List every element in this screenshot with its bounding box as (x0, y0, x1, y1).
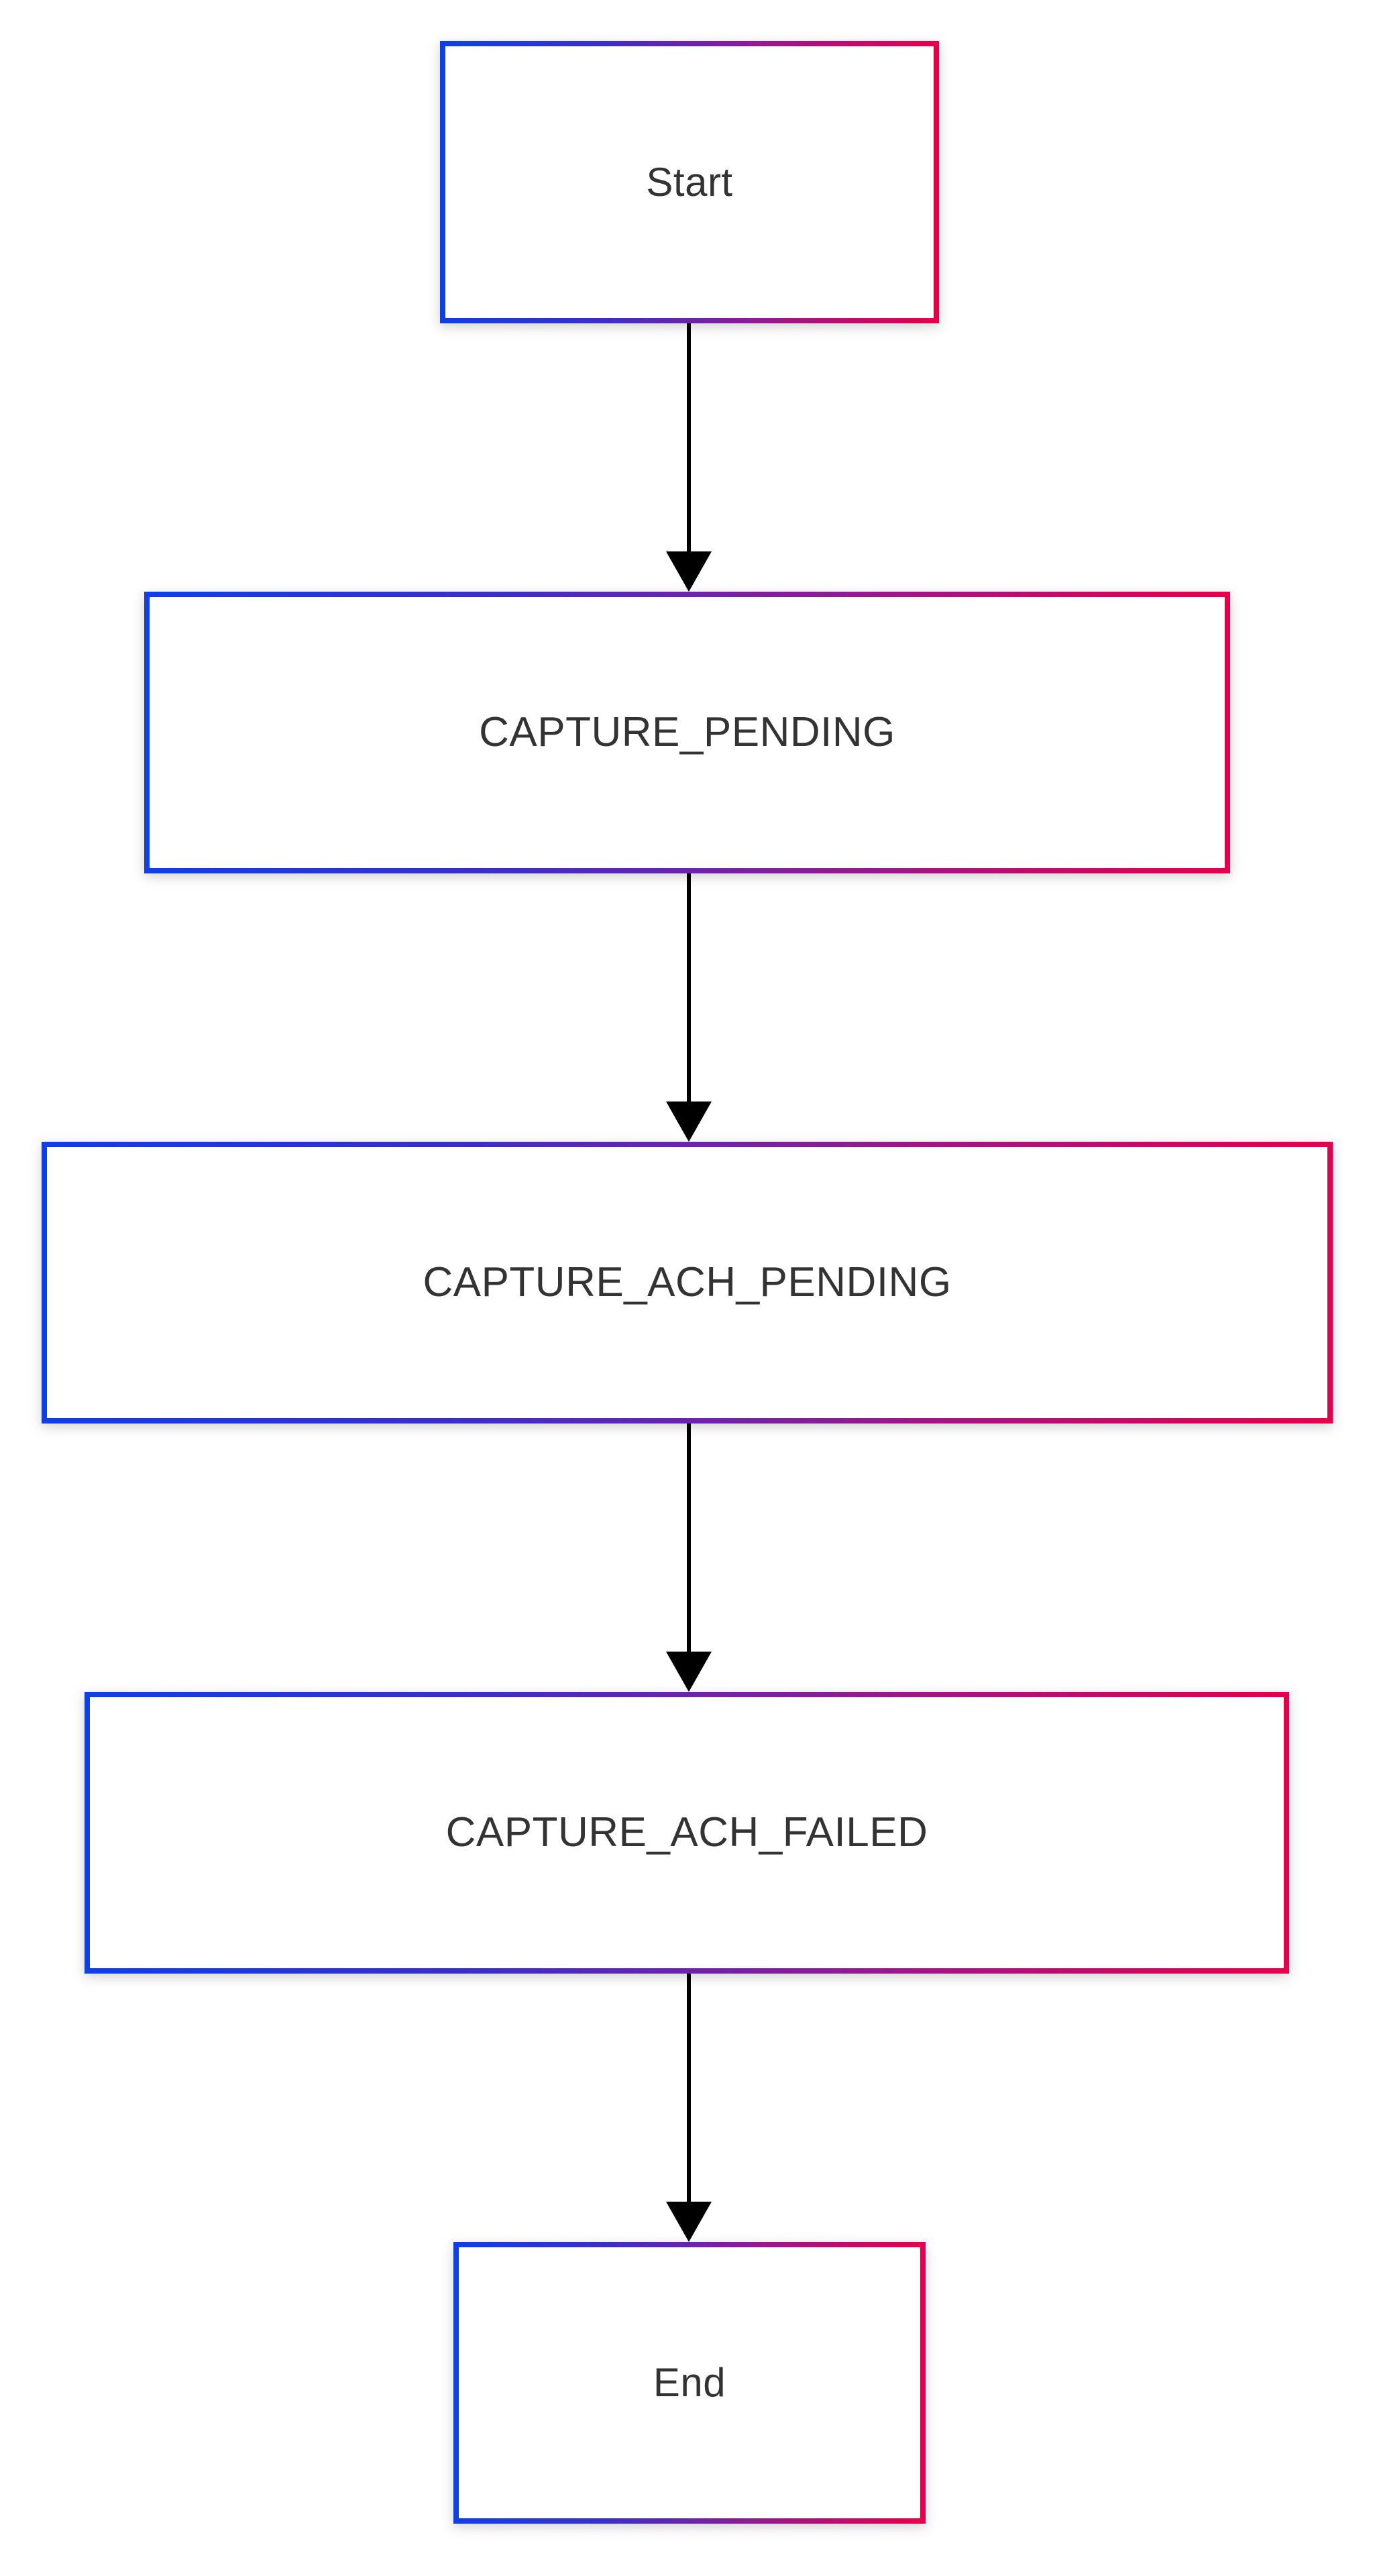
flow-node-capture-ach-pending[interactable]: CAPTURE_ACH_PENDING (42, 1142, 1333, 1424)
flow-node-label: Start (646, 159, 733, 205)
edge-line (687, 873, 691, 1102)
flow-edge-capture-ach-failed-to-end (666, 1974, 712, 2242)
arrow-down-icon (666, 1652, 712, 1692)
edge-line (687, 1424, 691, 1652)
flow-node-label: CAPTURE_ACH_FAILED (445, 1809, 928, 1856)
flow-node-end[interactable]: End (453, 2242, 926, 2524)
flow-edge-capture-pending-to-capture-ach-pending (666, 873, 712, 1142)
arrow-down-icon (666, 551, 712, 592)
flow-node-capture-ach-failed[interactable]: CAPTURE_ACH_FAILED (85, 1692, 1289, 1974)
edge-line (687, 1974, 691, 2202)
arrow-down-icon (666, 1102, 712, 1142)
flow-node-label: CAPTURE_ACH_PENDING (423, 1259, 952, 1305)
flow-node-capture-pending[interactable]: CAPTURE_PENDING (144, 592, 1230, 873)
flow-edge-start-to-capture-pending (666, 323, 712, 592)
flow-node-label: End (653, 2360, 726, 2405)
flow-edge-capture-ach-pending-to-capture-ach-failed (666, 1424, 712, 1692)
edge-line (687, 323, 691, 551)
flow-node-label: CAPTURE_PENDING (479, 709, 895, 755)
arrow-down-icon (666, 2202, 712, 2242)
flow-node-start[interactable]: Start (440, 41, 939, 323)
